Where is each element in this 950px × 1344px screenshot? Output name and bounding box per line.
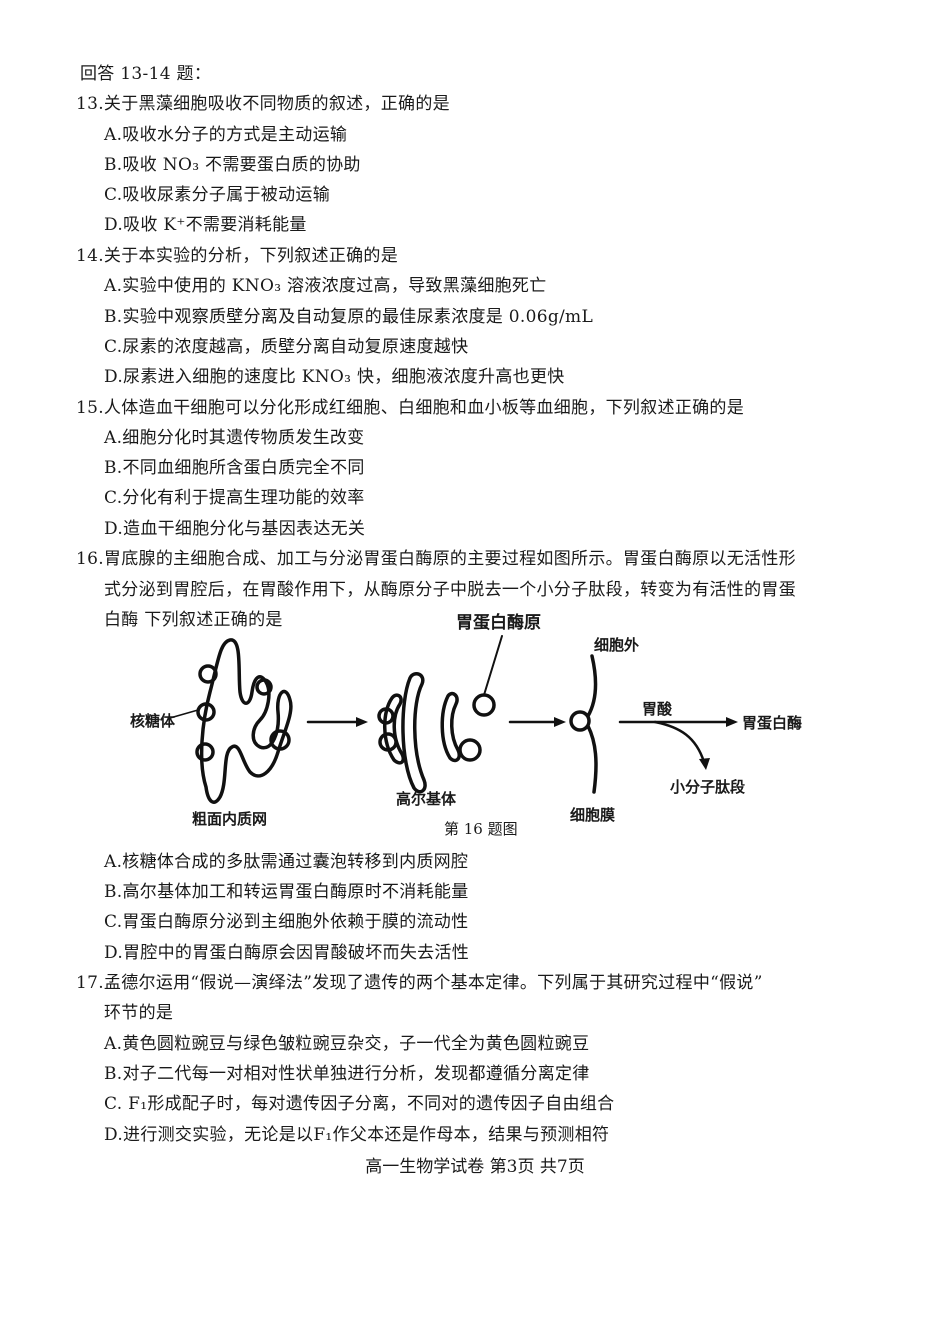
label-golgi: 高尔基体 xyxy=(396,790,457,808)
question-15-option-c: C.分化有利于提高生理功能的效率 xyxy=(104,488,365,508)
question-16-figure: 核糖体 粗面内质网 高尔基体 胃蛋白酶原 细胞外 细胞膜 胃酸 胃蛋白酶 小分子… xyxy=(110,612,850,840)
question-14-option-b: B.实验中观察质壁分离及自动复原的最佳尿素浓度是 0.06g/mL xyxy=(104,307,594,327)
secretion-pathway-diagram xyxy=(169,635,738,804)
question-15-option-d: D.造血干细胞分化与基因表达无关 xyxy=(104,519,366,539)
question-13-option-c: C.吸收尿素分子属于被动运输 xyxy=(104,185,331,205)
golgi-cisterna-2 xyxy=(401,672,427,794)
question-16-option-b: B.高尔基体加工和转运胃蛋白酶原时不消耗能量 xyxy=(104,882,469,902)
label-pepsin: 胃蛋白酶 xyxy=(742,714,803,732)
page-footer: 高一生物学试卷 第3页 共7页 xyxy=(365,1157,585,1177)
question-16-stem-line-3: 白酶 下列叙述正确的是 xyxy=(104,610,283,630)
label-ribosome: 核糖体 xyxy=(130,712,176,730)
golgi-cisterna-1 xyxy=(383,693,406,765)
question-16-option-c: C.胃蛋白酶原分泌到主细胞外依赖于膜的流动性 xyxy=(104,912,469,932)
question-17-stem-line-1: 17.孟德尔运用“假说—演绎法”发现了遗传的两个基本定律。下列属于其研究过程中“… xyxy=(76,973,763,993)
question-13-option-d: D.吸收 K⁺不需要消耗能量 xyxy=(104,215,307,235)
label-cell-membrane: 细胞膜 xyxy=(570,806,616,824)
question-17-option-c: C. F₁形成配子时，每对遗传因子分离，不同对的遗传因子自由组合 xyxy=(104,1094,615,1114)
question-17-option-a: A.黄色圆粒豌豆与绿色皱粒豌豆杂交，子一代全为黄色圆粒豌豆 xyxy=(104,1034,590,1054)
figure-caption: 第 16 题图 xyxy=(444,820,518,838)
question-17-option-d: D.进行测交实验，无论是以F₁作父本还是作母本，结果与预测相符 xyxy=(104,1125,610,1145)
question-16-stem-line-1: 16.胃底腺的主细胞合成、加工与分泌胃蛋白酶原的主要过程如图所示。胃蛋白酶原以无… xyxy=(76,549,796,569)
label-rough-er: 粗面内质网 xyxy=(192,810,268,828)
question-16-option-a: A.核糖体合成的多肽需通过囊泡转移到内质网腔 xyxy=(104,852,469,872)
golgi-cisterna-3 xyxy=(440,691,462,763)
question-15-option-a: A.细胞分化时其遗传物质发生改变 xyxy=(104,428,365,448)
question-13-stem: 13.关于黑藻细胞吸收不同物质的叙述，正确的是 xyxy=(76,94,450,114)
question-17-stem-line-2: 环节的是 xyxy=(104,1003,174,1023)
question-14-stem: 14.关于本实验的分析，下列叙述正确的是 xyxy=(76,246,399,266)
question-14-option-c: C.尿素的浓度越高，质壁分离自动复原速度越快 xyxy=(104,337,469,357)
question-14-option-d: D.尿素进入细胞的速度比 KNO₃ 快，细胞液浓度升高也更快 xyxy=(104,367,565,387)
question-15-option-b: B.不同血细胞所含蛋白质完全不同 xyxy=(104,458,365,478)
label-pepsinogen: 胃蛋白酶原 xyxy=(456,613,541,633)
question-16-option-d: D.胃腔中的胃蛋白酶原会因胃酸破坏而失去活性 xyxy=(104,943,470,963)
rough-er-membrane xyxy=(199,638,293,804)
cell-membrane xyxy=(586,654,598,794)
section-instruction: 回答 13-14 题： xyxy=(80,64,212,84)
label-gastric-acid: 胃酸 xyxy=(642,700,673,718)
question-13-option-b: B.吸收 NO₃ 不需要蛋白质的协助 xyxy=(104,155,361,175)
question-16-stem-line-2: 式分泌到胃腔后，在胃酸作用下，从酶原分子中脱去一个小分子肽段，转变为有活性的胃蛋 xyxy=(104,580,796,600)
question-17-option-b: B.对子二代每一对相对性状单独进行分析，发现都遵循分离定律 xyxy=(104,1064,590,1084)
label-small-peptide: 小分子肽段 xyxy=(670,778,746,796)
label-extracellular: 细胞外 xyxy=(594,636,640,654)
question-15-stem: 15.人体造血干细胞可以分化形成红细胞、白细胞和血小板等血细胞，下列叙述正确的是 xyxy=(76,398,745,418)
question-14-option-a: A.实验中使用的 KNO₃ 溶液浓度过高，导致黑藻细胞死亡 xyxy=(104,276,547,296)
question-13-option-a: A.吸收水分子的方式是主动运输 xyxy=(104,125,348,145)
